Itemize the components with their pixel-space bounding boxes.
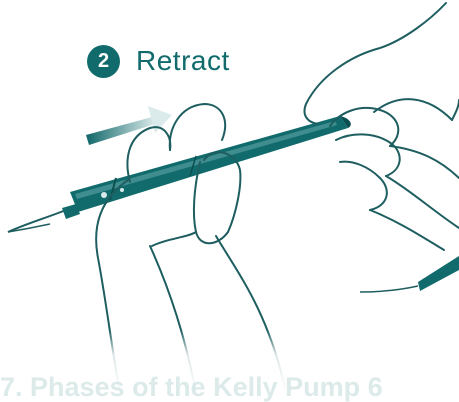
illustration: 2 Retract 7. Phases of the Kelly Pump 6 [0, 0, 459, 393]
probe-tip [8, 204, 80, 232]
step-label: Retract [136, 43, 230, 79]
step-number-badge: 2 [87, 45, 120, 78]
caption-text: 7. Phases of the Kelly Pump 6 [0, 372, 383, 402]
secondary-instrument [360, 256, 459, 292]
arrow-right-icon [86, 106, 172, 145]
